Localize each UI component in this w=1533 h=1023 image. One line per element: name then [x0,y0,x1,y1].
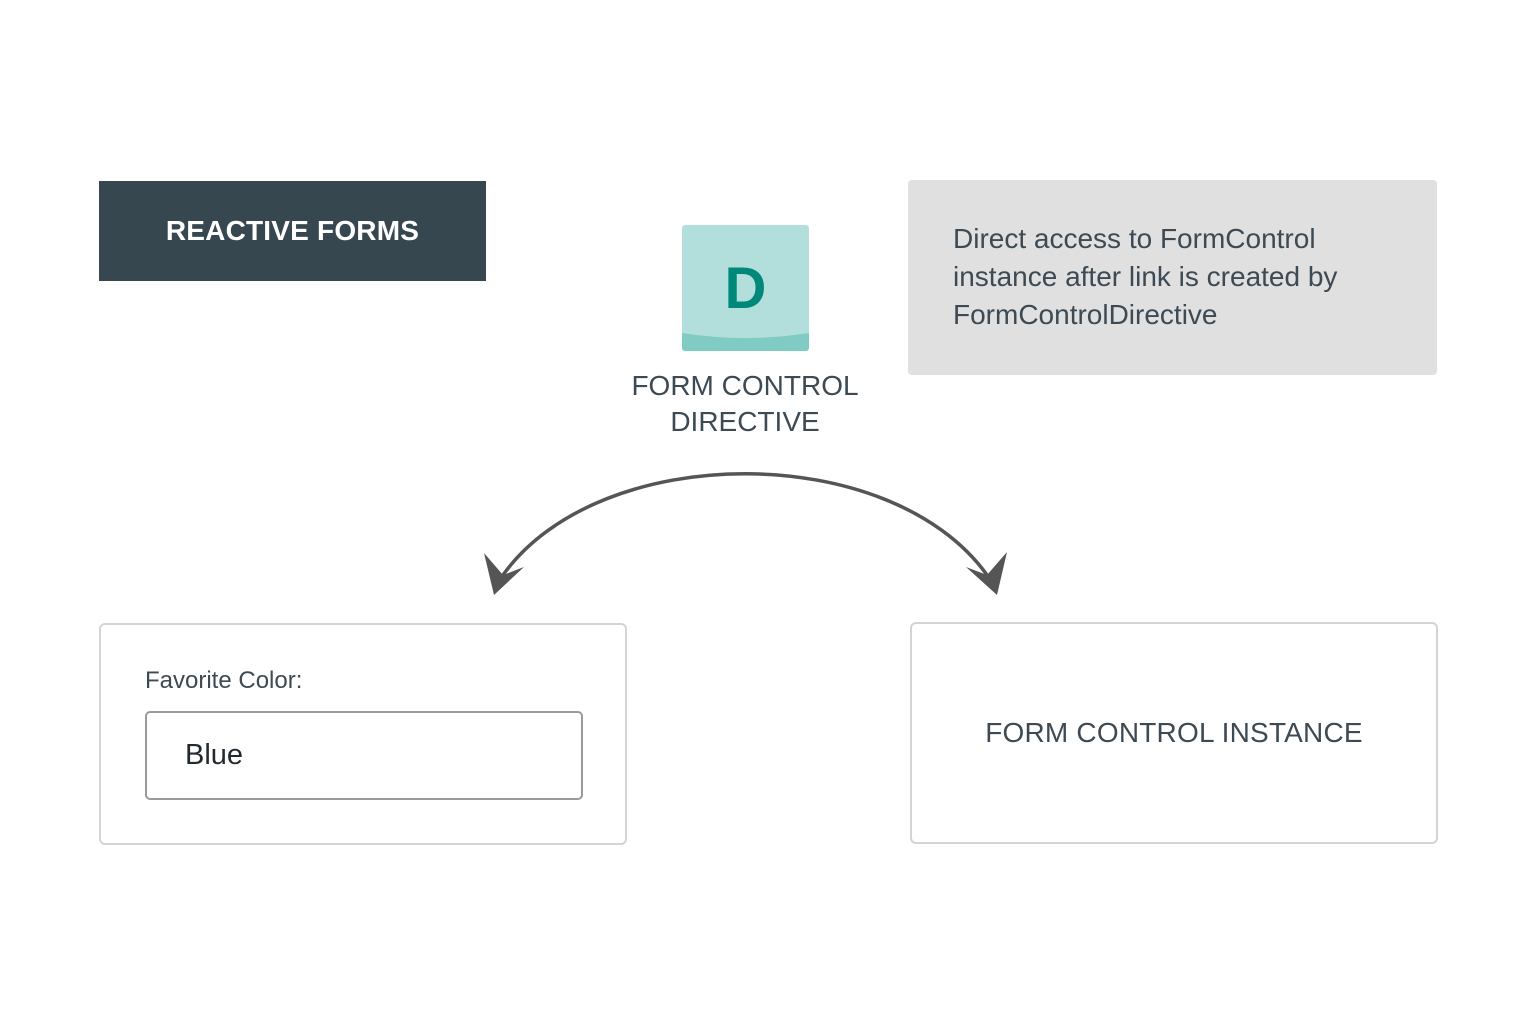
directive-icon-shape [682,225,809,351]
arrow-curve [501,472,989,577]
instance-label: FORM CONTROL INSTANCE [985,717,1363,748]
favorite-color-label: Favorite Color: [145,667,303,694]
title-banner: REACTIVE FORMS [99,181,486,281]
arrow-head-left-icon [484,553,524,595]
note-line1: Direct access to FormControl [953,223,1316,254]
directive-label-line2: DIRECTIVE [670,406,820,437]
instance-panel: FORM CONTROL INSTANCE [910,622,1438,844]
form-panel: Favorite Color: Blue [99,623,627,845]
directive-label-line1: FORM CONTROL [631,370,859,401]
directive-label: FORM CONTROL DIRECTIVE [600,368,890,440]
favorite-color-value: Blue [185,739,244,771]
note-box: Direct access to FormControl instance af… [908,180,1437,375]
directive-icon-letter: D [724,255,767,321]
directive-icon: D [682,225,809,351]
favorite-color-input[interactable]: Blue [145,711,583,800]
note-line2: instance after link is created by [953,261,1338,292]
note-line3: FormControlDirective [953,299,1218,330]
arrow-head-right-icon [966,552,1007,595]
title-text: REACTIVE FORMS [165,215,420,246]
